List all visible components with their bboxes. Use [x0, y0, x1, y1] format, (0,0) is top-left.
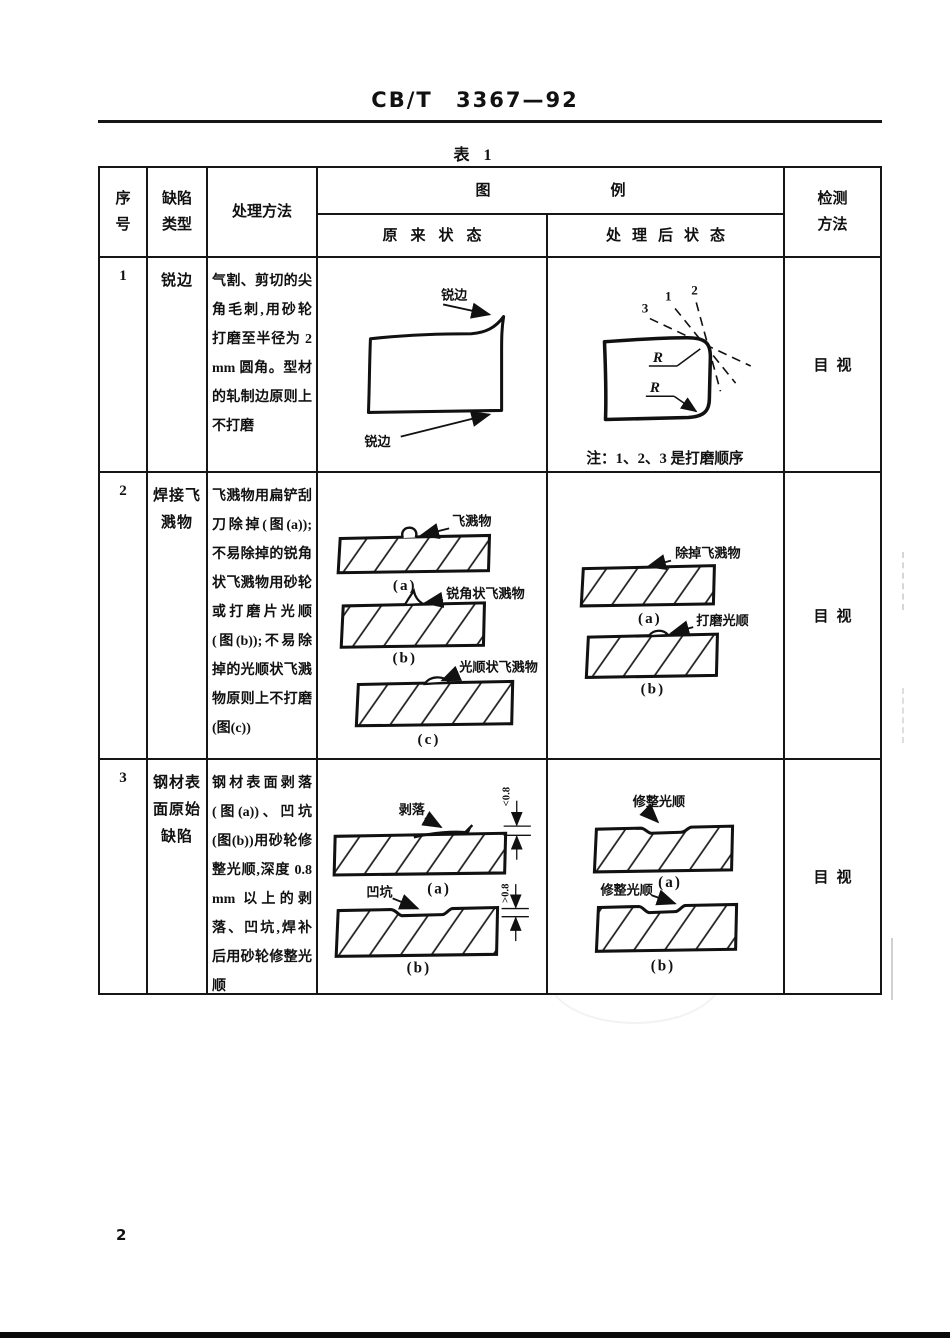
- bar-c: [354, 679, 515, 728]
- caption-b: (b): [392, 650, 417, 666]
- header-illustration-label: 图例: [475, 182, 746, 199]
- scan-artifact: [902, 688, 904, 743]
- row2-seq: 2: [100, 473, 148, 760]
- header-treatment: 处理方法: [208, 168, 318, 258]
- header-original-state: 原来状态: [318, 215, 548, 258]
- radius-leader-bottom: [673, 395, 698, 413]
- arrow-ground: [669, 620, 694, 637]
- caption-c: (c): [418, 732, 441, 748]
- arrow-pit: [392, 894, 420, 910]
- header-treated-state: 处理后状态: [548, 215, 785, 258]
- bar-a: [579, 564, 716, 608]
- footer-bar: [0, 1332, 950, 1338]
- row1-seq: 1: [100, 258, 148, 473]
- label-ground-smooth: 打磨光顺: [696, 612, 748, 628]
- diagram-spatter-original: 飞溅物 (a) 锐角状飞溅物 (b) 光顺状飞溅物 (c): [336, 512, 538, 748]
- header-defect-type: 缺陷 类型: [148, 168, 208, 258]
- header-inspection: 检测 方法: [785, 168, 880, 258]
- row2-inspection: 目视: [785, 473, 880, 760]
- caption-b: (b): [651, 958, 676, 975]
- header-seq: 序 号: [100, 168, 148, 258]
- arrow-to-bottom-edge: [400, 410, 492, 438]
- arrow-trimmed-a: [639, 803, 660, 824]
- caption-b: (b): [641, 682, 666, 698]
- bar-b: [339, 601, 487, 649]
- diagram-surface-defect-treated: 修整光顺 (a) 修整光顺 (b): [592, 793, 739, 975]
- arrow-trimmed-b: [651, 889, 677, 906]
- bar-a: [592, 824, 735, 874]
- arrow-peel: [421, 810, 443, 829]
- arrow-spike: [423, 591, 445, 608]
- grind-order-3: 3: [642, 301, 649, 316]
- row3-seq: 3: [100, 760, 148, 993]
- grind-order-note: 注：1、2、3 是打磨顺序: [586, 449, 744, 467]
- row1-inspection: 目视: [785, 258, 880, 473]
- caption-a: (a): [638, 611, 662, 627]
- arrow-to-top-edge: [442, 302, 492, 319]
- dim-label-b: >0.8: [501, 884, 512, 903]
- row1-treatment: 气割、剪切的尖角毛刺,用砂轮打磨至半径为 2 mm 圆角。型材的轧制边原则上不打…: [208, 258, 318, 473]
- page-number: 2: [116, 1226, 127, 1244]
- table-caption: 表 1: [453, 147, 497, 164]
- radius-leader-top: [676, 348, 701, 367]
- caption-a: (a): [393, 578, 417, 594]
- label-sharp-spatter: 锐角状飞溅物: [446, 585, 525, 601]
- row1-defect-type: 锐边: [148, 258, 208, 473]
- bar-a: [336, 533, 492, 575]
- scan-artifact: [891, 938, 893, 1000]
- label-sharp-edge-top: 锐边: [441, 286, 468, 302]
- bar-a: [332, 831, 508, 877]
- bar-b: [594, 902, 739, 953]
- header-rule: [98, 120, 882, 123]
- diagram-sharp-edge-original: 锐边 锐边: [364, 286, 506, 449]
- row2-figure-treated: 除掉飞溅物 (a) 打磨光顺 (b): [548, 473, 785, 760]
- caption-b: (b): [407, 960, 432, 977]
- label-spatter: 飞溅物: [452, 512, 491, 528]
- defect-table: 序 号 缺陷 类型 处理方法 图例 原来状态 处理后状态 检测 方法 1 锐边 …: [98, 166, 882, 995]
- grind-order-1: 1: [665, 288, 672, 303]
- row3-inspection: 目视: [813, 870, 860, 886]
- arrow-removed: [646, 554, 672, 570]
- row1-figure-original: 锐边 锐边: [318, 258, 548, 473]
- diagram-spatter-treated: 除掉飞溅物 (a) 打磨光顺 (b): [579, 545, 749, 698]
- arrow-dome: [440, 665, 462, 682]
- row3-treatment: 钢材表面剥落(图(a))、凹坑(图(b))用砂轮修整光顺,深度 0.8 mm 以…: [208, 760, 318, 993]
- scan-artifact: [902, 552, 904, 610]
- radius-label-top: R: [652, 350, 663, 366]
- caption-a: (a): [658, 874, 682, 891]
- spatter-spike: [402, 587, 427, 607]
- diagram-surface-defect-original: 剥落 <0.8 (a) 凹坑 >0.8 (b): [332, 787, 531, 977]
- label-trimmed-smooth-b: 修整光顺: [599, 881, 652, 897]
- row3-figure-treated: 修整光顺 (a) 修整光顺 (b): [548, 760, 785, 993]
- peel-flake-tip: [465, 825, 473, 835]
- plate-shape: [366, 315, 506, 414]
- label-smooth-spatter: 光顺状飞溅物: [458, 658, 538, 674]
- row1-figure-treated: 1 2 3 R R 注：1、2、3 是打磨顺序: [548, 258, 785, 473]
- row3-figure-original: 剥落 <0.8 (a) 凹坑 >0.8 (b): [318, 760, 548, 993]
- arrow-spatter: [419, 523, 450, 539]
- label-spatter-removed: 除掉飞溅物: [675, 545, 741, 561]
- row2-defect-type: 焊接飞溅物: [148, 473, 208, 760]
- grind-order-2: 2: [691, 282, 698, 297]
- label-trimmed-smooth-a: 修整光顺: [632, 793, 685, 809]
- header-illustration: 图例: [318, 168, 785, 215]
- row2-treatment: 飞溅物用扁铲刮刀除掉(图(a));不易除掉的锐角状飞溅物用砂轮或打磨片光顺(图(…: [208, 473, 318, 760]
- standard-code-title: CB/T 3367—92: [371, 88, 579, 112]
- grind-line-3: [649, 317, 752, 367]
- caption-a: (a): [427, 880, 451, 897]
- bar-b: [584, 632, 719, 679]
- dim-label-a: <0.8: [502, 787, 513, 806]
- row3-defect-type: 钢材表面原始缺陷: [148, 760, 208, 993]
- radius-label-bottom: R: [649, 380, 660, 396]
- peel-flake: [413, 824, 474, 839]
- bar-b: [334, 905, 500, 958]
- label-peeling: 剥落: [399, 801, 426, 817]
- diagram-rounded-edge-treated: 1 2 3 R R 注：1、2、3 是打磨顺序: [586, 282, 752, 467]
- ground-smooth-bump: [646, 629, 671, 638]
- spatter-ball: [401, 526, 418, 539]
- label-sharp-edge-bottom: 锐边: [364, 433, 391, 449]
- label-pit: 凹坑: [366, 883, 392, 899]
- row2-figure-original: 飞溅物 (a) 锐角状飞溅物 (b) 光顺状飞溅物 (c): [318, 473, 548, 760]
